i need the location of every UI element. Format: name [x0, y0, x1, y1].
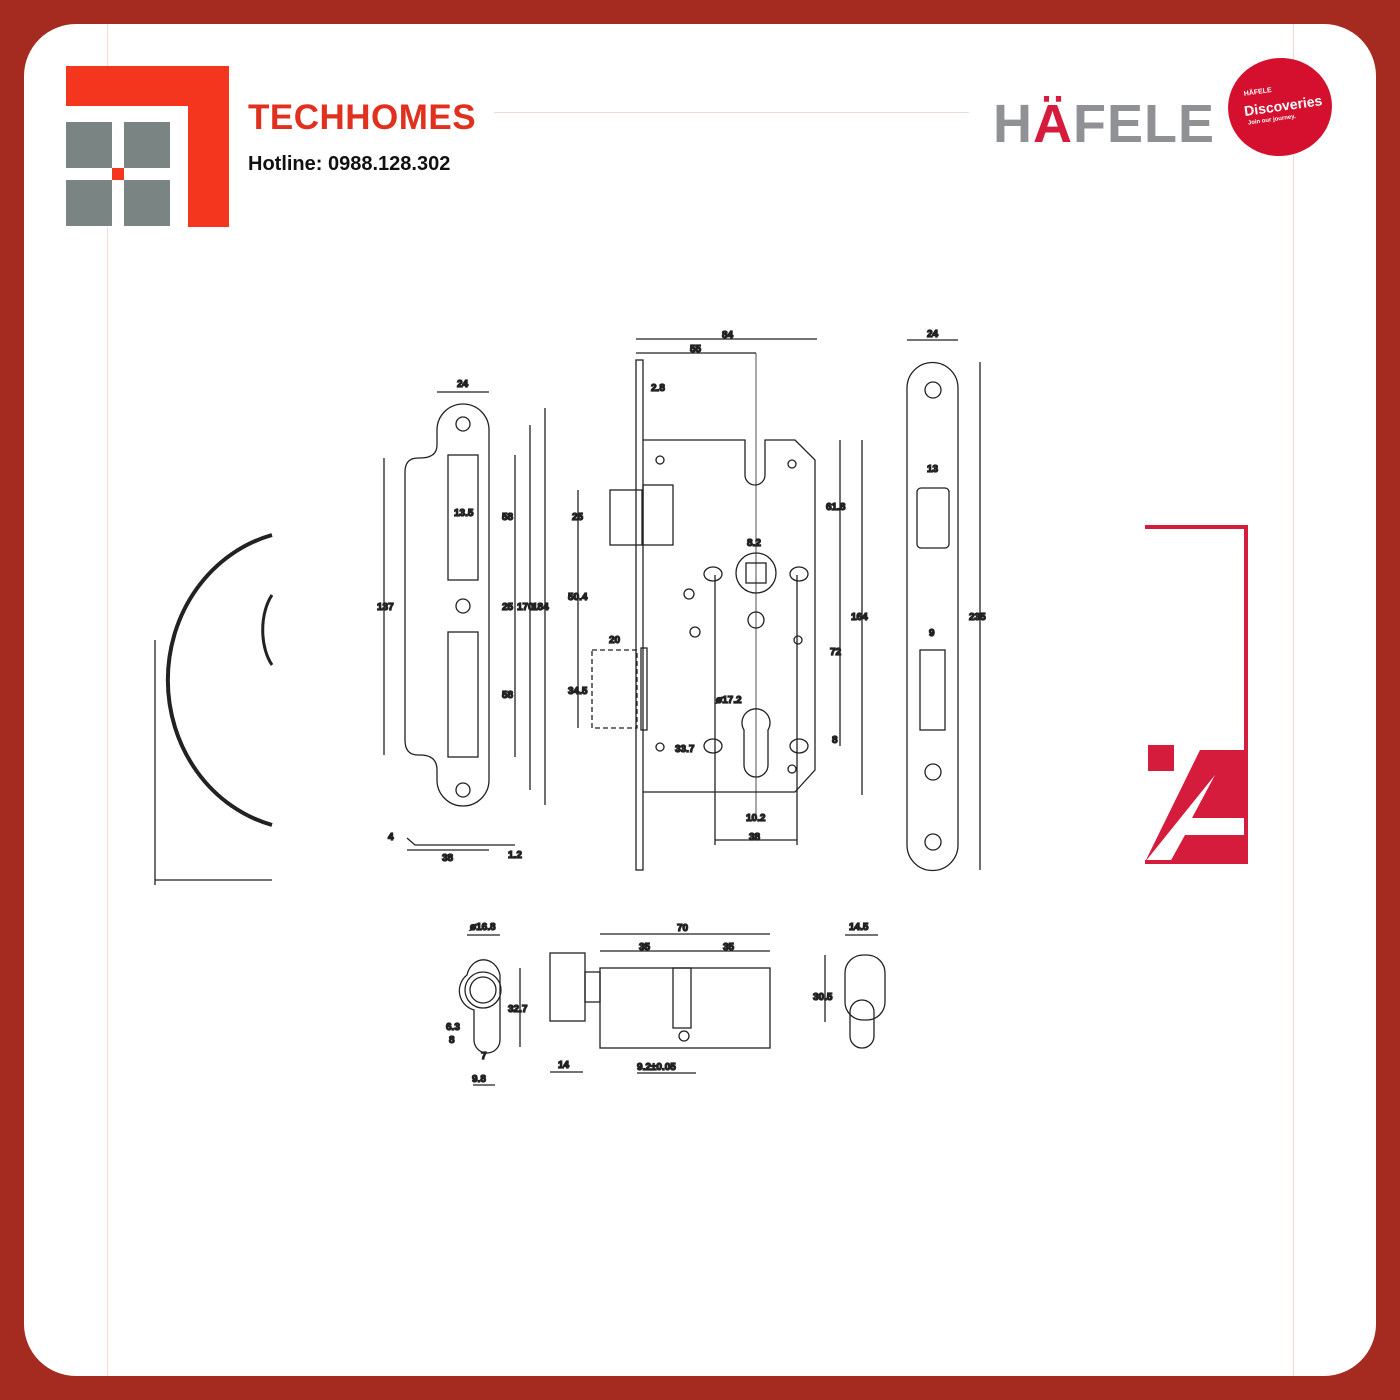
dim-label: 58 — [502, 512, 514, 523]
dim-label: 10.2 — [746, 813, 766, 824]
dim-label: 8 — [832, 735, 838, 746]
dim-label: 9.2±0.05 — [637, 1062, 676, 1073]
euro-cylinder — [458, 933, 886, 1086]
dim-label: 38 — [442, 853, 454, 864]
dim-label: 164 — [851, 612, 868, 623]
brand-name: TECHHOMES — [248, 98, 477, 137]
dim-label: 6.3 — [446, 1022, 460, 1033]
dim-label: 9.8 — [472, 1074, 486, 1085]
dim-label: ø16.8 — [470, 922, 496, 933]
dim-label: 8 — [449, 1035, 455, 1046]
guide-line — [1293, 24, 1294, 1376]
guide-line — [494, 112, 969, 113]
dim-label: 33.7 — [675, 744, 695, 755]
dim-label: 35 — [723, 942, 735, 953]
dim-label: 30.5 — [813, 992, 833, 1003]
dim-label: 13.5 — [454, 508, 474, 519]
dim-label: 84 — [722, 330, 734, 341]
product-card — [24, 24, 1376, 1376]
dim-label: 72 — [830, 647, 842, 658]
lock-body — [577, 338, 863, 871]
dim-label: 8.2 — [747, 538, 761, 549]
dim-label: 38 — [749, 832, 761, 843]
dim-label: 14.5 — [849, 922, 869, 933]
faceplate — [906, 339, 981, 872]
dim-label: 55 — [690, 344, 702, 355]
dim-label: 35 — [639, 942, 651, 953]
dim-label: 137 — [377, 602, 394, 613]
dim-label: 4 — [388, 832, 394, 843]
hafele-icon-partial — [1145, 525, 1248, 864]
dim-label: 20 — [609, 635, 621, 646]
dim-label: ø17.2 — [716, 695, 742, 706]
dim-label: 7 — [481, 1051, 487, 1062]
dim-label: 25 — [502, 602, 514, 613]
strike-plate — [383, 391, 546, 851]
dim-label: 50.4 — [568, 592, 588, 603]
dim-label: 2.8 — [651, 383, 665, 394]
dim-label: 14 — [558, 1060, 570, 1071]
dim-label: 24 — [457, 379, 469, 390]
dim-label: 25 — [572, 512, 584, 523]
techhomes-logo — [66, 66, 229, 227]
dim-label: 24 — [927, 329, 939, 340]
dim-label: 34.5 — [568, 686, 588, 697]
guide-line — [107, 24, 108, 1376]
hotline-text: Hotline: 0988.128.302 — [248, 153, 451, 175]
handle-rose-partial — [154, 533, 274, 885]
dim-label: 9 — [929, 628, 935, 639]
hafele-logo: HÄFELE — [993, 94, 1216, 154]
dim-label: 1.2 — [508, 850, 522, 861]
dim-label: 32.7 — [508, 1004, 528, 1015]
dim-label: 58 — [502, 690, 514, 701]
dim-label: 170 — [517, 602, 534, 613]
dim-label: 61.8 — [826, 502, 846, 513]
dim-label: 13 — [927, 464, 939, 475]
dim-label: 184 — [532, 602, 549, 613]
dim-label: 235 — [969, 612, 986, 623]
dim-label: 70 — [677, 923, 689, 934]
